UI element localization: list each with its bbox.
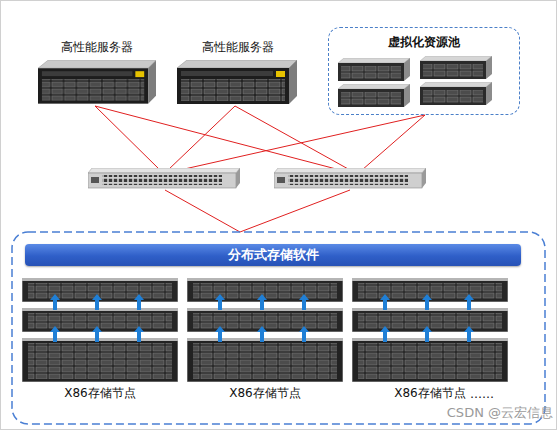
up-arrow xyxy=(380,294,390,310)
server-node: 高性能服务器 xyxy=(174,38,302,108)
wire xyxy=(165,190,240,232)
wire xyxy=(240,190,350,232)
up-arrow xyxy=(50,326,60,342)
storage-group xyxy=(187,278,343,382)
rack-server-image xyxy=(420,56,492,79)
up-arrow xyxy=(215,326,225,342)
storage-server-image xyxy=(22,338,178,382)
switch-image xyxy=(88,168,240,188)
switch-image xyxy=(274,168,426,188)
cluster-outline xyxy=(12,232,545,424)
storage-node: X86存储节点 xyxy=(350,274,510,404)
node-text: 分布式存储软件 xyxy=(228,246,319,264)
up-arrow xyxy=(134,326,144,342)
server-image xyxy=(38,60,156,103)
up-arrow xyxy=(464,294,474,310)
up-arrow xyxy=(422,294,432,310)
up-arrow xyxy=(215,294,225,310)
node-text: X86存储节点 xyxy=(64,385,136,402)
node-text: X86存储节点 xyxy=(229,385,301,402)
storage-server-image xyxy=(187,338,343,382)
up-arrow xyxy=(299,326,309,342)
rack-server-image xyxy=(338,84,410,107)
node-text: X86存储节点 xyxy=(394,385,466,402)
rack-server-image xyxy=(338,58,410,81)
node-text: 高性能服务器 xyxy=(61,39,133,56)
watermark: CSDN @云宏信息 xyxy=(447,404,553,422)
up-arrow xyxy=(134,294,144,310)
up-arrow xyxy=(50,294,60,310)
server-node: 高性能服务器 xyxy=(36,38,158,108)
software-band: 分布式存储软件 xyxy=(25,244,521,266)
storage-group xyxy=(22,278,178,382)
up-arrow xyxy=(299,294,309,310)
ellipsis-text: …… xyxy=(470,387,494,401)
wire xyxy=(95,106,340,170)
up-arrow xyxy=(92,326,102,342)
up-arrow xyxy=(464,326,474,342)
up-arrow xyxy=(92,294,102,310)
resource-pool-box: 虚拟化资源池 xyxy=(328,27,520,115)
up-arrow xyxy=(380,326,390,342)
storage-server-image xyxy=(22,308,178,332)
node-text: 高性能服务器 xyxy=(202,39,274,56)
node-text: 虚拟化资源池 xyxy=(388,34,460,51)
rack-server-image xyxy=(420,82,492,105)
storage-server-image xyxy=(352,338,508,382)
wire xyxy=(95,106,160,170)
storage-server-image xyxy=(352,308,508,332)
server-image xyxy=(177,60,297,104)
up-arrow xyxy=(257,326,267,342)
wire xyxy=(362,115,425,170)
wire xyxy=(235,106,350,170)
storage-node: X86存储节点 xyxy=(20,274,180,404)
storage-group xyxy=(352,278,508,382)
storage-node: X86存储节点 xyxy=(185,274,345,404)
storage-server-image xyxy=(187,308,343,332)
up-arrow xyxy=(257,294,267,310)
up-arrow xyxy=(422,326,432,342)
wire xyxy=(180,115,425,170)
